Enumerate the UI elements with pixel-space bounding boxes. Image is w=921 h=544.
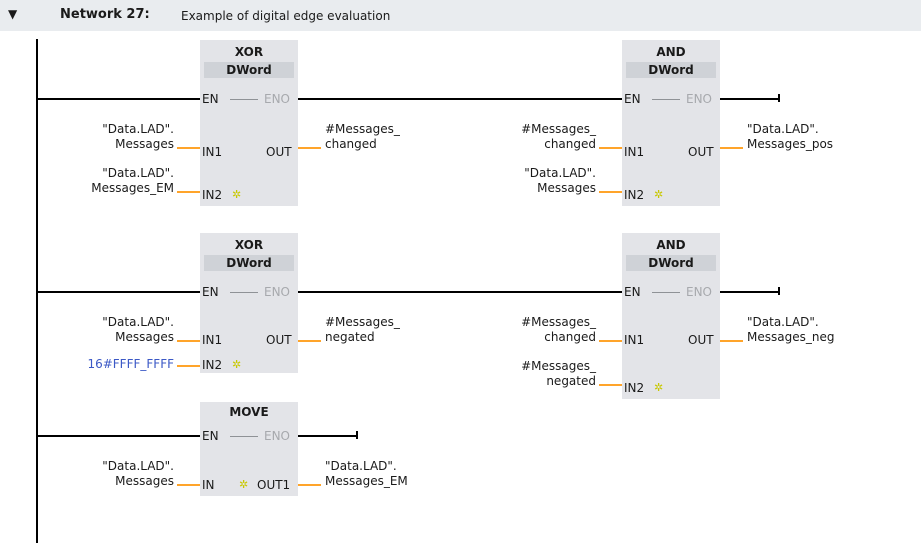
out1-pin[interactable]: OUT1 xyxy=(257,478,291,492)
in2-pin[interactable]: IN2 xyxy=(202,188,223,202)
eno-pin[interactable]: ENO xyxy=(686,92,713,106)
in2-pin[interactable]: IN2 xyxy=(624,188,645,202)
eno-pin[interactable]: ENO xyxy=(264,285,291,299)
xor-block[interactable]: XOR DWord EN ENO IN1 OUT IN2 ✲ xyxy=(200,233,298,373)
operand-xor2-in1[interactable]: "Data.LAD".Messages xyxy=(102,315,174,344)
out-pin[interactable]: OUT xyxy=(266,333,292,347)
block-datatype[interactable]: DWord xyxy=(626,255,716,271)
operand-move-out1[interactable]: "Data.LAD".Messages_EM xyxy=(325,459,408,488)
en-eno-connector xyxy=(230,99,258,100)
in1-pin[interactable]: IN1 xyxy=(624,333,645,347)
en-pin[interactable]: EN xyxy=(624,92,641,106)
out-pin[interactable]: OUT xyxy=(688,145,714,159)
en-eno-connector xyxy=(230,436,258,437)
eno-pin[interactable]: ENO xyxy=(686,285,713,299)
add-input-icon[interactable]: ✲ xyxy=(232,188,242,201)
rung-wire xyxy=(37,291,200,293)
block-name: AND xyxy=(656,45,686,59)
eno-pin[interactable]: ENO xyxy=(264,429,291,443)
operand-wire xyxy=(720,340,743,342)
add-input-icon[interactable]: ✲ xyxy=(654,381,664,394)
operand-move-in[interactable]: "Data.LAD".Messages xyxy=(102,459,174,488)
operand-wire xyxy=(599,340,622,342)
operand-xor2-in2-constant[interactable]: 16#FFFF_FFFF xyxy=(87,357,174,371)
operand-wire xyxy=(298,147,321,149)
in1-pin[interactable]: IN1 xyxy=(624,145,645,159)
rung-wire xyxy=(298,435,358,437)
out-pin[interactable]: OUT xyxy=(266,145,292,159)
in1-pin[interactable]: IN1 xyxy=(202,333,223,347)
operand-and2-in1[interactable]: #Messages_changed xyxy=(521,315,596,344)
in2-pin[interactable]: IN2 xyxy=(202,358,223,372)
operand-and1-in1[interactable]: #Messages_changed xyxy=(521,122,596,151)
operand-wire xyxy=(298,484,321,486)
operand-and2-out[interactable]: "Data.LAD".Messages_neg xyxy=(747,315,835,344)
block-name: AND xyxy=(656,238,686,252)
en-pin[interactable]: EN xyxy=(624,285,641,299)
rung-wire xyxy=(720,291,780,293)
network-title[interactable]: Network 27: xyxy=(60,7,150,22)
in1-pin[interactable]: IN1 xyxy=(202,145,223,159)
block-name: MOVE xyxy=(229,405,269,419)
operand-wire xyxy=(177,340,200,342)
network-header: ▼ Network 27: Example of digital edge ev… xyxy=(0,0,921,31)
operand-wire xyxy=(720,147,743,149)
operand-wire xyxy=(177,147,200,149)
block-name: XOR xyxy=(234,238,264,252)
and-block[interactable]: AND DWord EN ENO IN1 OUT IN2 ✲ xyxy=(622,233,720,399)
operand-xor1-in2[interactable]: "Data.LAD".Messages_EM xyxy=(91,166,174,195)
operand-and2-in2[interactable]: #Messages_negated xyxy=(521,359,596,388)
block-datatype[interactable]: DWord xyxy=(626,62,716,78)
rung-end-marker xyxy=(356,431,358,439)
en-pin[interactable]: EN xyxy=(202,285,219,299)
operand-wire xyxy=(177,191,200,193)
block-name: XOR xyxy=(234,45,264,59)
add-output-icon[interactable]: ✲ xyxy=(239,478,249,491)
en-pin[interactable]: EN xyxy=(202,429,219,443)
block-datatype[interactable]: DWord xyxy=(204,255,294,271)
rung-wire xyxy=(37,98,200,100)
in-pin[interactable]: IN xyxy=(202,478,215,492)
in2-pin[interactable]: IN2 xyxy=(624,381,645,395)
network-comment[interactable]: Example of digital edge evaluation xyxy=(181,9,391,23)
and-block[interactable]: AND DWord EN ENO IN1 OUT IN2 ✲ xyxy=(622,40,720,206)
add-input-icon[interactable]: ✲ xyxy=(232,358,242,371)
operand-wire xyxy=(177,484,200,486)
add-input-icon[interactable]: ✲ xyxy=(654,188,664,201)
operand-and1-out[interactable]: "Data.LAD".Messages_pos xyxy=(747,122,834,151)
rung-wire xyxy=(298,291,622,293)
block-datatype[interactable]: DWord xyxy=(204,62,294,78)
operand-wire xyxy=(177,365,200,367)
rung-end-marker xyxy=(778,94,780,102)
en-eno-connector xyxy=(652,99,680,100)
move-block[interactable]: MOVE EN ENO IN ✲ OUT1 xyxy=(200,402,298,496)
xor-block[interactable]: XOR DWord EN ENO IN1 OUT IN2 ✲ xyxy=(200,40,298,206)
operand-wire xyxy=(298,340,321,342)
operand-xor1-in1[interactable]: "Data.LAD".Messages xyxy=(102,122,174,151)
rung-wire xyxy=(298,98,622,100)
operand-xor1-out[interactable]: #Messages_changed xyxy=(325,122,400,151)
operand-xor2-out[interactable]: #Messages_negated xyxy=(325,315,400,344)
eno-pin[interactable]: ENO xyxy=(264,92,291,106)
rung-wire xyxy=(720,98,780,100)
rung-end-marker xyxy=(778,287,780,295)
operand-wire xyxy=(599,147,622,149)
collapse-arrow-icon[interactable]: ▼ xyxy=(8,7,18,21)
en-eno-connector xyxy=(652,292,680,293)
en-eno-connector xyxy=(230,292,258,293)
operand-wire xyxy=(599,384,622,386)
operand-wire xyxy=(599,191,622,193)
out-pin[interactable]: OUT xyxy=(688,333,714,347)
operand-and1-in2[interactable]: "Data.LAD".Messages xyxy=(524,166,596,195)
en-pin[interactable]: EN xyxy=(202,92,219,106)
rung-wire xyxy=(37,435,200,437)
